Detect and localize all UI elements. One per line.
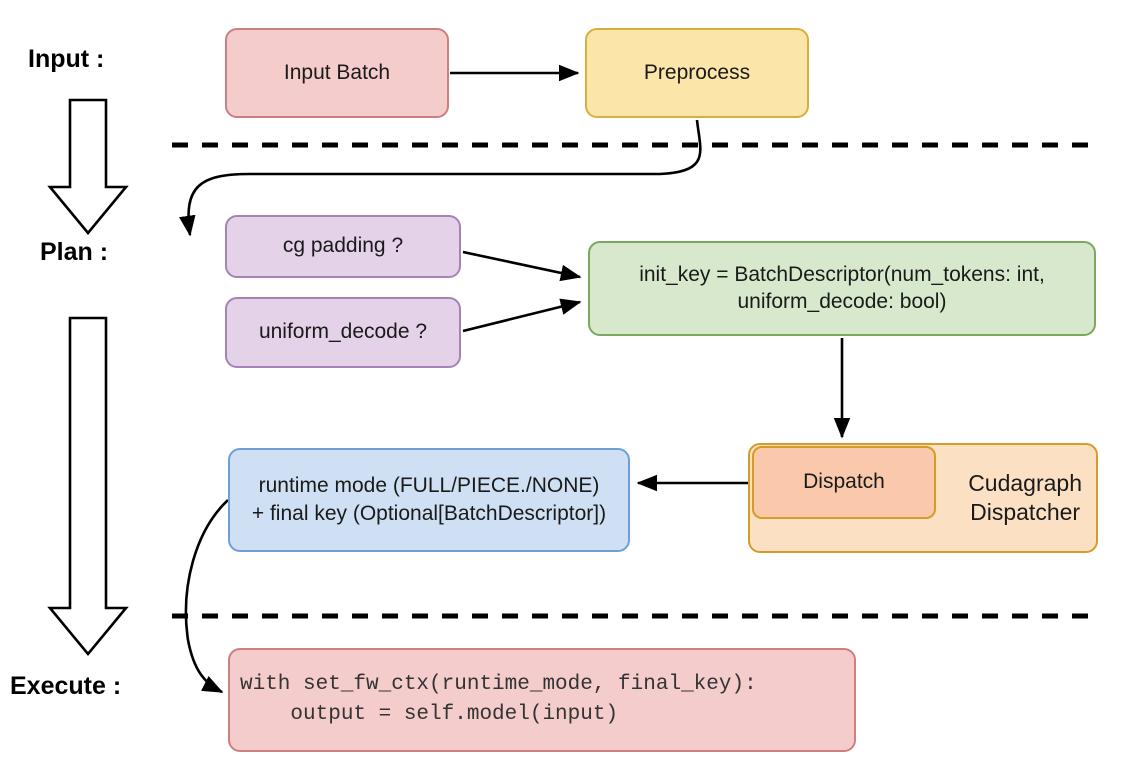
runtime-mode-to-code-block-arrow xyxy=(184,499,229,694)
stage-label-input: Input : xyxy=(28,45,105,73)
node-init-key[interactable]: init_key = BatchDescriptor(num_tokens: i… xyxy=(588,241,1096,336)
code-block-text: with set_fw_ctx(runtime_mode, final_key)… xyxy=(240,673,757,726)
node-uniform-decode[interactable]: uniform_decode ? xyxy=(225,297,461,368)
uniform-decode-to-init-key-arrow xyxy=(462,298,582,333)
node-input-batch[interactable]: Input Batch xyxy=(225,28,449,118)
input-to-plan-block-arrow xyxy=(47,98,129,236)
stage-label-plan: Plan : xyxy=(40,238,109,266)
node-dispatch[interactable]: Dispatch xyxy=(752,446,936,519)
cg-padding-to-init-key-arrow xyxy=(462,250,582,282)
node-cg-padding[interactable]: cg padding ? xyxy=(225,215,461,278)
stage-label-execute: Execute : xyxy=(10,672,122,700)
node-preprocess[interactable]: Preprocess xyxy=(585,28,809,118)
plan-to-execute-block-arrow xyxy=(47,316,129,657)
node-code-block[interactable]: with set_fw_ctx(runtime_mode, final_key)… xyxy=(228,648,856,752)
node-runtime-mode[interactable]: runtime mode (FULL/PIECE./NONE) + final … xyxy=(228,448,630,552)
